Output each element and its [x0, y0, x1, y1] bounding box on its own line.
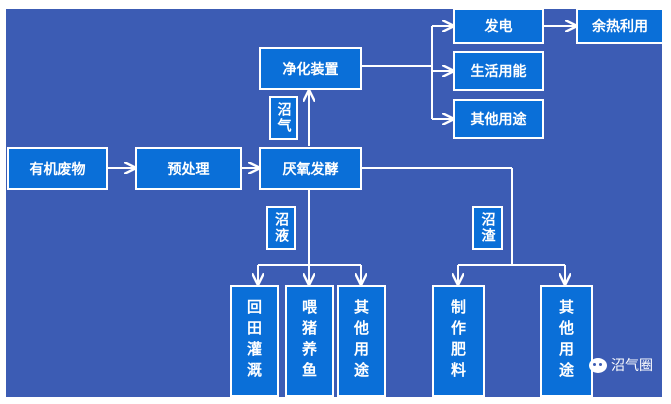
node-farmland-irrigation: 回田灌溉 [230, 285, 279, 397]
node-other-use-residue: 其他用途 [540, 285, 593, 397]
watermark-text: 沼气圈 [611, 358, 653, 374]
node-make-fertilizer: 制作肥料 [432, 285, 485, 397]
node-other-use-gas: 其他用途 [453, 99, 544, 139]
node-organic-waste: 有机废物 [7, 147, 108, 190]
node-other-use-liquid: 其他用途 [337, 285, 386, 397]
node-feed-pigs-fish: 喂猪养鱼 [285, 285, 334, 397]
node-domestic-use: 生活用能 [453, 51, 544, 91]
node-waste-heat-use: 余热利用 [576, 8, 664, 44]
label-biogas-slurry: 沼液 [266, 206, 296, 250]
node-power-generation: 发电 [453, 8, 544, 44]
node-anaerobic-digestion: 厌氧发酵 [259, 147, 362, 190]
node-pretreatment: 预处理 [135, 147, 242, 190]
label-biogas: 沼气 [269, 96, 298, 140]
wechat-icon [589, 357, 607, 373]
watermark: 沼气圈 [589, 355, 653, 375]
label-biogas-residue: 沼渣 [472, 206, 503, 250]
node-purification-device: 净化装置 [259, 47, 362, 90]
